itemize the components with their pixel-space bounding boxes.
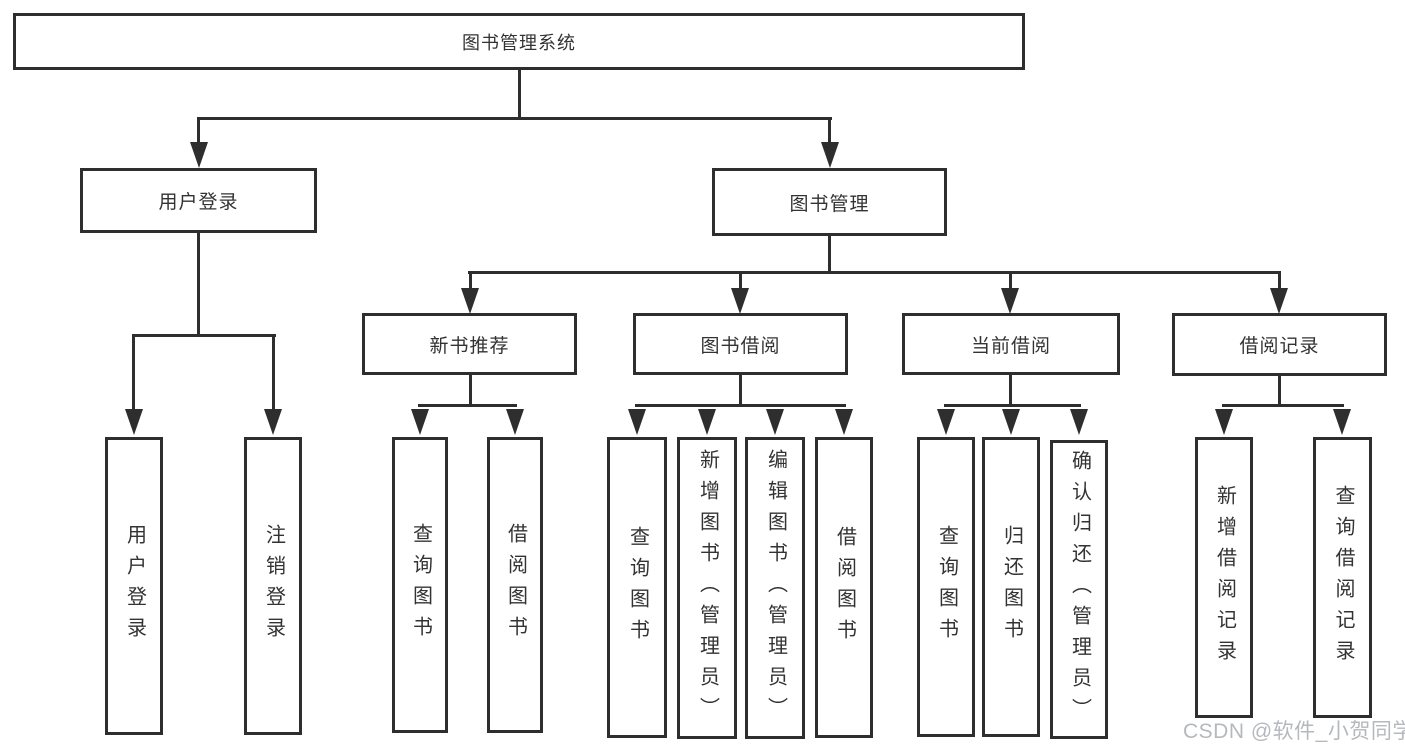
arrowhead-current-borrow-2 xyxy=(1002,409,1020,435)
arrowhead-book-borrow-4 xyxy=(835,409,853,435)
leaf-current-borrow-confirm-label: 确认归还（管理员） xyxy=(1068,450,1091,729)
arrowhead-new-books-1 xyxy=(411,409,429,435)
leaf-book-borrow-edit-label: 编辑图书（管理员） xyxy=(764,448,787,728)
leaf-current-borrow-return: 归还图书 xyxy=(982,437,1040,737)
node-root-label: 图书管理系统 xyxy=(462,32,576,53)
leaf-book-borrow-add: 新增图书（管理员） xyxy=(677,437,737,739)
node-book-borrow: 图书借阅 xyxy=(633,313,848,375)
leaf-book-borrow-query-label: 查询图书 xyxy=(626,525,649,650)
connector-login-bar xyxy=(132,334,276,337)
connector-new-books-bar xyxy=(418,404,517,407)
node-borrow-records-label: 借阅记录 xyxy=(1239,336,1320,357)
arrowhead-borrow-records-1 xyxy=(1215,409,1233,435)
arrowhead-current-borrow xyxy=(1001,288,1019,314)
leaf-book-borrow-borrow: 借阅图书 xyxy=(815,437,873,738)
arrowhead-new-books-2 xyxy=(506,409,524,435)
arrowhead-book-borrow-3 xyxy=(766,409,784,435)
leaf-book-borrow-borrow-label: 借阅图书 xyxy=(833,525,856,650)
node-book-borrow-label: 图书借阅 xyxy=(700,335,781,357)
arrowhead-current-borrow-1 xyxy=(937,409,955,435)
node-book-mgmt-label: 图书管理 xyxy=(789,193,870,215)
connector-root-trunk xyxy=(518,70,521,120)
connector-book-borrow-trunk xyxy=(739,375,742,407)
node-new-books: 新书推荐 xyxy=(362,313,577,375)
node-user-login-label: 用户登录 xyxy=(158,192,239,213)
arrowhead-book-borrow-1 xyxy=(628,409,646,435)
node-new-books-label: 新书推荐 xyxy=(429,335,510,357)
arrowhead-user-login xyxy=(190,142,208,168)
connector-borrow-records-trunk xyxy=(1278,376,1281,407)
arrowhead-book-mgmt xyxy=(821,142,839,168)
arrowhead-current-borrow-3 xyxy=(1070,409,1088,435)
leaf-records-add: 新增借阅记录 xyxy=(1195,437,1253,718)
node-user-login: 用户登录 xyxy=(80,168,317,233)
arrowhead-new-books xyxy=(461,288,479,314)
leaf-records-query-label: 查询借阅记录 xyxy=(1332,484,1354,671)
arrowhead-book-borrow xyxy=(731,288,749,314)
leaf-book-borrow-query: 查询图书 xyxy=(607,437,667,738)
connector-book-borrow-bar xyxy=(635,404,846,407)
node-borrow-records: 借阅记录 xyxy=(1172,313,1387,376)
connector-stem-new-books xyxy=(469,271,472,291)
leaf-book-borrow-edit: 编辑图书（管理员） xyxy=(745,437,805,739)
arrowhead-login-1 xyxy=(125,409,143,435)
connector-stem-borrow-records xyxy=(1278,271,1281,291)
leaf-user-login: 用户登录 xyxy=(105,437,163,735)
leaf-records-add-label: 新增借阅记录 xyxy=(1213,484,1236,671)
node-root: 图书管理系统 xyxy=(13,13,1025,70)
leaf-new-books-query: 查询图书 xyxy=(392,437,448,733)
node-current-borrow-label: 当前借阅 xyxy=(970,335,1051,357)
leaf-current-borrow-confirm: 确认归还（管理员） xyxy=(1050,440,1108,739)
connector-stem-user-login xyxy=(197,117,200,145)
arrowhead-book-borrow-2 xyxy=(698,409,716,435)
connector-new-books-trunk xyxy=(469,375,472,407)
leaf-new-books-borrow: 借阅图书 xyxy=(487,437,543,733)
leaf-user-login-label: 用户登录 xyxy=(123,524,146,648)
arrowhead-borrow-records xyxy=(1270,288,1288,314)
arrowhead-borrow-records-2 xyxy=(1333,409,1351,435)
connector-borrow-records-bar xyxy=(1222,404,1344,407)
connector-root-bar xyxy=(197,117,832,120)
leaf-new-books-borrow-label: 借阅图书 xyxy=(504,523,527,647)
csdn-watermark: CSDN @软件_小贺同学 xyxy=(1183,720,1405,743)
leaf-book-borrow-add-label: 新增图书（管理员） xyxy=(696,448,719,728)
connector-login-trunk xyxy=(197,233,200,337)
connector-current-borrow-bar xyxy=(944,404,1081,407)
leaf-current-borrow-query: 查询图书 xyxy=(917,437,975,737)
connector-current-borrow-trunk xyxy=(1009,375,1012,407)
leaf-records-query: 查询借阅记录 xyxy=(1313,437,1372,718)
node-current-borrow: 当前借阅 xyxy=(902,313,1120,375)
connector-stem-current-borrow xyxy=(1009,271,1012,291)
connector-stem-login-1 xyxy=(132,334,135,412)
connector-stem-book-borrow xyxy=(739,271,742,291)
arrowhead-login-2 xyxy=(264,409,282,435)
leaf-logout: 注销登录 xyxy=(244,437,302,735)
connector-stem-book-mgmt xyxy=(828,117,831,145)
leaf-current-borrow-query-label: 查询图书 xyxy=(935,525,958,649)
connector-mgmt-bar xyxy=(468,271,1281,274)
leaf-logout-label: 注销登录 xyxy=(262,524,285,648)
connector-stem-login-2 xyxy=(272,334,275,412)
leaf-current-borrow-return-label: 归还图书 xyxy=(1000,525,1023,649)
leaf-new-books-query-label: 查询图书 xyxy=(409,523,432,647)
node-book-mgmt: 图书管理 xyxy=(712,168,947,236)
connector-mgmt-trunk xyxy=(828,236,831,274)
